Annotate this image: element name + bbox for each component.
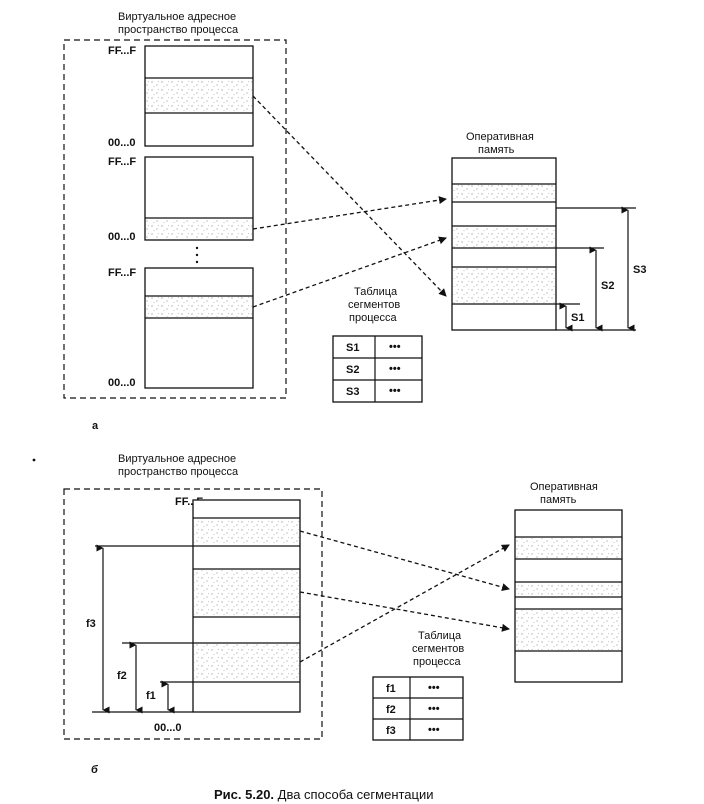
dim-s2: S2 [601,280,614,292]
ram-title-line2: память [540,494,577,506]
dimension-lines: S3 S2 S1 [556,206,646,332]
table-box [332,335,423,403]
mapping-arrows [299,530,510,663]
table-title-line1: Таблица [354,286,398,298]
segment-fill [194,519,299,545]
segment-fill [146,297,252,317]
stray-dot [32,458,36,462]
table-row-name: f1 [386,683,396,695]
table-row-name: f2 [386,704,396,716]
seg3-top-addr: FF...F [108,267,136,279]
diagram-b: Виртуальное адресное пространство процес… [63,453,623,776]
seg2-bottom-addr: 00...0 [108,231,136,243]
table-title-line3: процесса [413,656,461,668]
ram-fill [516,610,621,650]
table-row-name: S3 [346,386,359,398]
dim-f1: f1 [146,690,156,702]
table-row-name: S2 [346,364,359,376]
vas-title-line1: Виртуальное адресное [118,11,236,23]
segment-fill [146,79,252,112]
segment-fill [194,570,299,616]
virtual-segment-1: FF...F 00...0 [108,45,254,149]
vas-frame [63,488,323,740]
table-title-line1: Таблица [418,630,462,642]
table-title-line2: сегментов [348,299,400,311]
ram-fill [453,227,555,247]
table-row-value: ••• [389,385,401,397]
segment-fill [194,644,299,681]
table-title-line2: сегментов [412,643,464,655]
table-row-value: ••• [389,363,401,375]
dim-f2: f2 [117,670,127,682]
vas-title-line1: Виртуальное адресное [118,453,236,465]
ram-fill [516,583,621,596]
ram-title-line2: память [478,144,515,156]
figure-caption: Рис. 5.20. Два способа сегментации [214,787,434,802]
vas-frame [63,39,287,399]
vas-title-line2: пространство процесса [118,466,239,478]
ram-block [514,509,623,683]
seg1-top-addr: FF...F [108,45,136,57]
seg3-bottom-addr: 00...0 [108,377,136,389]
segment-table: f1 ••• f2 ••• f3 ••• [372,676,464,741]
table-row-value: ••• [428,724,440,736]
panel-label-b: б [91,764,99,776]
continuation-dots [195,246,199,264]
virtual-space-block [192,499,301,713]
segment-table: S1 ••• S2 ••• S3 ••• [332,335,423,403]
dim-f3: f3 [86,618,96,630]
dim-s1: S1 [571,312,584,324]
ram-title-line1: Оперативная [530,481,598,493]
virtual-segment-2: FF...F 00...0 [108,156,254,243]
caption-text: Два способа сегментации [274,787,433,802]
table-row-value: ••• [428,682,440,694]
segment-fill [146,219,252,238]
bottom-addr: 00...0 [154,722,182,734]
ram-block [451,157,557,331]
table-row-value: ••• [428,703,440,715]
table-row-name: S1 [346,342,359,354]
dim-s3: S3 [633,264,646,276]
table-row-value: ••• [389,341,401,353]
seg2-top-addr: FF...F [108,156,136,168]
panel-label-a: а [92,420,99,432]
ram-title-line1: Оперативная [466,131,534,143]
caption-number: Рис. 5.20. [214,787,274,802]
diagram-a: Виртуальное адресное пространство процес… [63,11,646,432]
seg1-bottom-addr: 00...0 [108,137,136,149]
table-title-line3: процесса [349,312,397,324]
table-row-name: f3 [386,725,396,737]
table-box [372,676,464,741]
dimension-lines: f3 f2 f1 [86,544,193,714]
ram-fill [453,185,555,201]
ram-fill [453,268,555,303]
ram-fill [516,538,621,558]
segment-box [144,267,254,389]
mapping-arrows [252,95,447,308]
virtual-segment-3: FF...F 00...0 [108,267,254,389]
vas-title-line2: пространство процесса [118,24,239,36]
